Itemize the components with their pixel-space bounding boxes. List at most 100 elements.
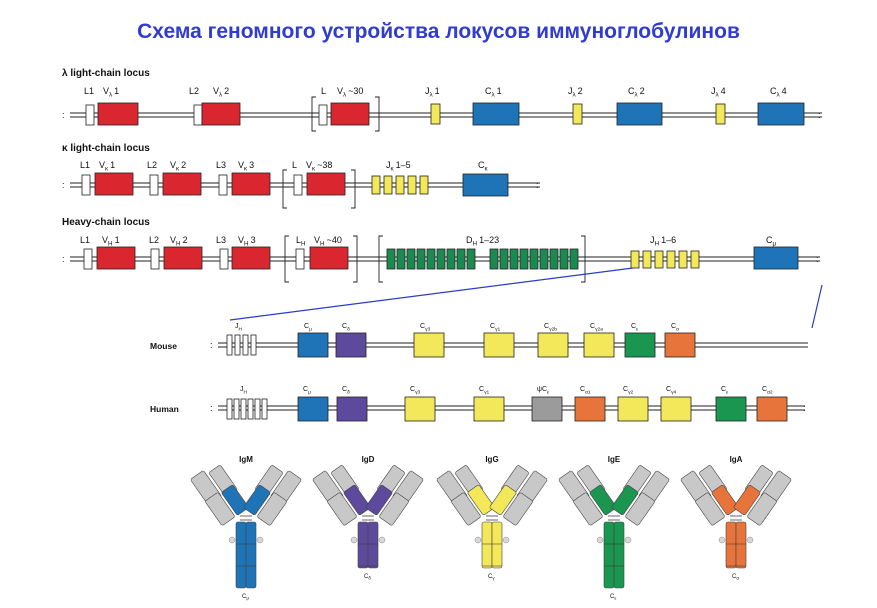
v-segment-h2	[163, 246, 203, 270]
continuation-dots: :	[536, 180, 539, 190]
j-segment-human	[233, 398, 240, 420]
label-v-h40: VH~40	[314, 235, 342, 248]
d-segment	[446, 248, 456, 270]
antibody-label: IgA	[730, 455, 743, 464]
v-segment-lambda2	[201, 102, 241, 126]
antibody-domain	[491, 521, 503, 569]
leader-segment-l3	[219, 248, 229, 270]
glycan	[378, 536, 386, 544]
antibody-c-label: Cμ	[242, 594, 249, 601]
leader-segment-l	[318, 104, 328, 126]
leader-segment-l1	[81, 174, 91, 196]
d-segment	[386, 248, 396, 270]
v-segment-kappa2	[162, 172, 202, 196]
zoom-line-left	[229, 267, 634, 321]
d-segment	[509, 248, 519, 270]
leader-segment-l1	[85, 104, 95, 126]
antibody-label: IgD	[362, 455, 375, 464]
continuation-dots: :	[210, 403, 213, 413]
j-segment-human	[254, 398, 261, 420]
j-segment-h	[654, 250, 664, 269]
bracket-left	[282, 169, 287, 209]
j-segment-h	[630, 250, 640, 269]
label-c-human: Cα2	[762, 386, 773, 396]
d-segment	[569, 248, 579, 270]
antibody-c-label: Cα	[732, 574, 739, 581]
antibody-label: IgG	[485, 455, 498, 464]
antibody-c-label: Cδ	[364, 574, 371, 581]
label-c-mu: Cμ	[766, 235, 777, 248]
j-segment-human	[247, 398, 254, 420]
antibody-domain	[503, 492, 533, 526]
mouse-label: Mouse	[150, 341, 177, 351]
antibody-domain	[573, 492, 603, 526]
leader-segment-lh	[295, 248, 305, 270]
j-segment-lambda4	[715, 103, 726, 125]
antibody-domain	[725, 521, 737, 569]
label-c-mouse: Cα	[671, 323, 679, 333]
leader-segment-l3	[218, 174, 228, 196]
antibody-label: IgM	[239, 455, 253, 464]
continuation-dots: :	[210, 340, 213, 350]
antibody-domain	[243, 485, 271, 515]
c-gene-human	[473, 396, 505, 422]
v-segment-h40	[309, 246, 349, 270]
bracket-right	[351, 169, 356, 209]
j-segment-human	[261, 398, 268, 420]
c-gene-mouse	[413, 332, 445, 358]
label-c-mouse: Cε	[631, 323, 639, 333]
label-c-mouse: Cγ2b	[544, 323, 557, 333]
label-c-mouse: Cμ	[304, 323, 312, 333]
antibody-domain	[343, 485, 371, 515]
d-segment	[489, 248, 499, 270]
j-segment-lambda2	[572, 103, 583, 125]
j-segment-mouse	[226, 334, 233, 356]
v-segment-kappa38	[306, 172, 346, 196]
d-segment	[396, 248, 406, 270]
j-segment-kappa	[419, 175, 429, 195]
d-segment	[426, 248, 436, 270]
c-gene-mouse	[483, 332, 515, 358]
antibody-domain	[625, 492, 655, 526]
antibody-domain	[611, 485, 639, 515]
page-title: Схема геномного устройства локусов иммун…	[137, 20, 740, 43]
c-segment-mu	[753, 246, 799, 270]
d-segment	[416, 248, 426, 270]
j-segment-h	[666, 250, 676, 269]
label-l1: L1	[80, 160, 90, 170]
label-c-human: Cγ2	[623, 386, 634, 396]
label-l3: L3	[216, 160, 226, 170]
c-gene-human	[531, 396, 563, 422]
label-c-human: ψCε	[537, 386, 550, 396]
label-lh: LH	[296, 235, 306, 248]
antibody-iga: IgA Cα	[680, 455, 792, 581]
c-gene-mouse	[335, 332, 367, 358]
v-segment-lambda1	[97, 102, 139, 126]
v-segment-kappa3	[231, 172, 271, 196]
antibody-domain	[613, 521, 625, 589]
antibody-domain	[245, 521, 257, 589]
bracket-right	[353, 235, 358, 283]
bracket-right-d	[581, 235, 586, 283]
bracket-left-d	[378, 235, 383, 283]
d-segment	[549, 248, 559, 270]
c-gene-mouse	[297, 332, 329, 358]
j-segment-h	[690, 250, 700, 269]
j-segment-kappa	[383, 175, 393, 195]
glycan	[256, 536, 264, 544]
bracket-left	[284, 235, 289, 283]
heavy-locus-header: Heavy-chain locus	[62, 217, 150, 228]
c-gene-mouse	[624, 332, 656, 358]
antibody-domain	[257, 492, 287, 526]
antibody-domain	[367, 521, 379, 569]
